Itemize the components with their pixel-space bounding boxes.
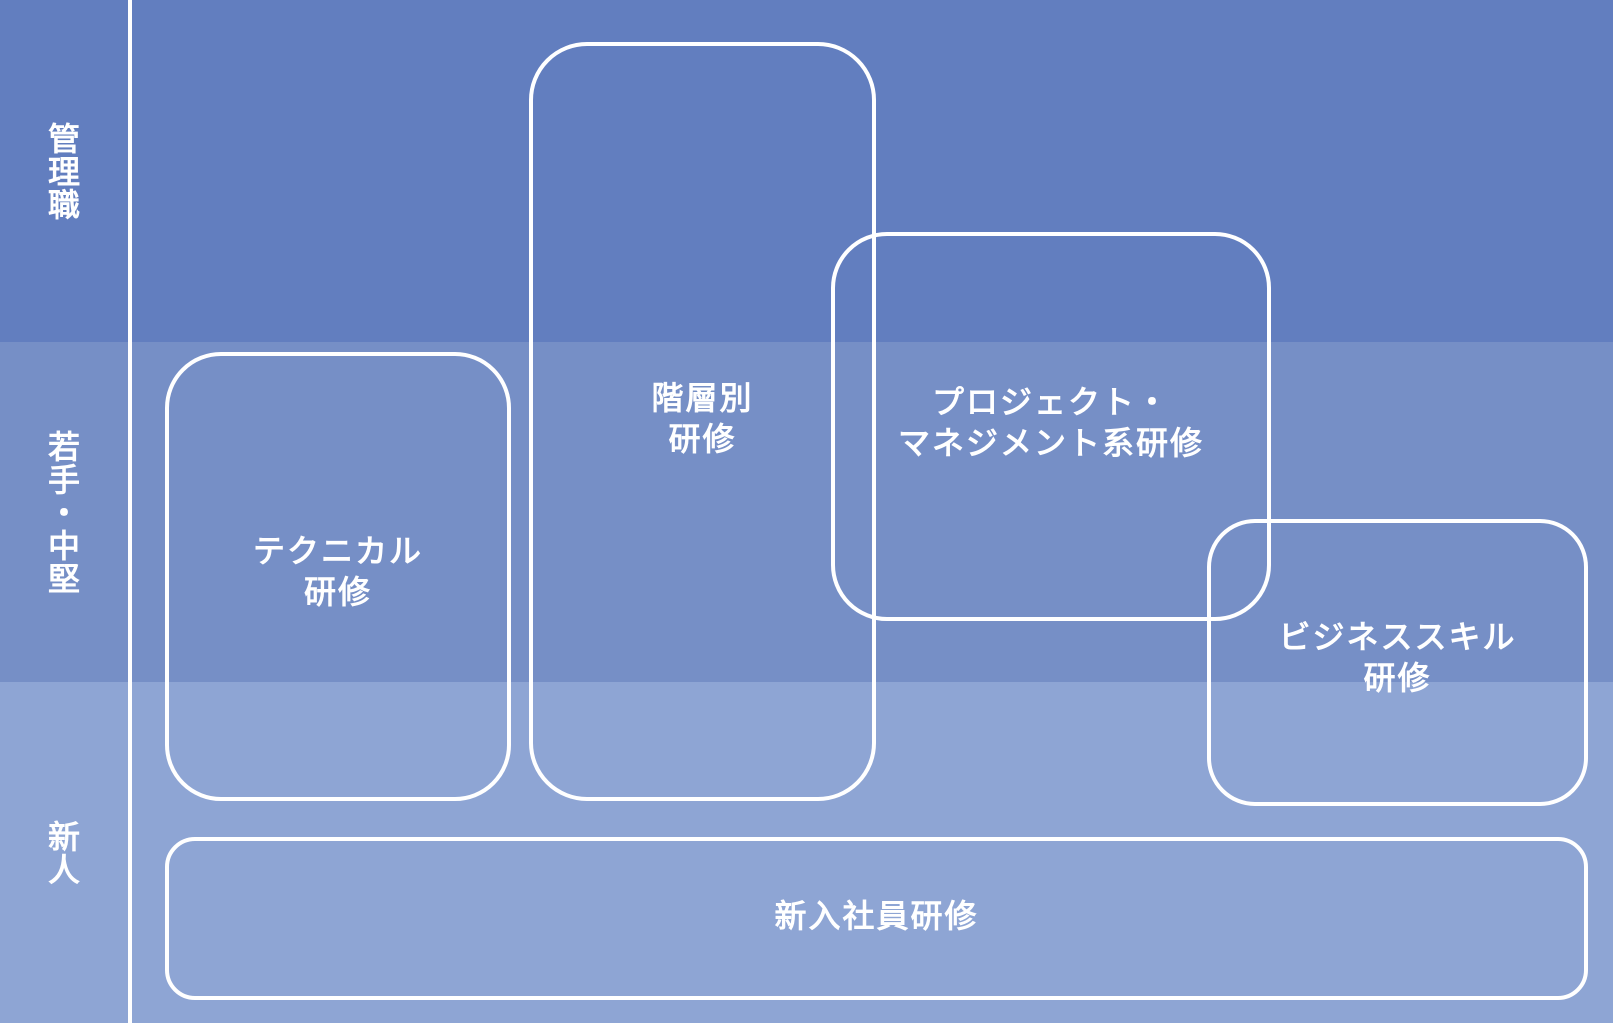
label-business-skill-training: ビジネススキル 研修 [1207,617,1588,699]
label-hierarchy-training: 階層別 研修 [529,378,876,460]
label-new-employee-training: 新入社員研修 [165,896,1588,937]
level-label-junior-midlevel: 若手・中堅 [0,342,124,682]
box-new-employee-training [165,837,1588,1000]
band-management [0,0,1613,342]
level-axis-divider [128,0,132,1023]
label-project-management-training: プロジェクト・ マネジメント系研修 [831,382,1271,464]
box-project-management-training [831,232,1271,621]
band-junior-midlevel [0,342,1613,682]
label-hierarchy-training-line1: 階層別 [651,379,754,417]
label-business-skill-training-line1: ビジネススキル [1278,618,1517,656]
label-project-management-training-line2: マネジメント系研修 [897,424,1204,462]
label-project-management-training-line1: プロジェクト・ [931,383,1170,421]
label-new-employee-training-line1: 新入社員研修 [774,897,979,935]
level-label-management-text: 管理職 [43,121,81,221]
level-label-new-hire-text: 新人 [43,819,81,886]
label-technical-training-line2: 研修 [303,573,372,611]
level-label-management: 管理職 [0,0,124,342]
label-business-skill-training-line2: 研修 [1363,659,1432,697]
label-technical-training: テクニカル 研修 [165,531,511,613]
box-hierarchy-training [529,42,876,801]
band-new-hire [0,682,1613,1023]
box-business-skill-training [1207,519,1588,806]
label-technical-training-line1: テクニカル [252,532,423,570]
box-technical-training [165,352,511,801]
level-label-new-hire: 新人 [0,682,124,1023]
label-hierarchy-training-line2: 研修 [668,420,737,458]
level-label-junior-midlevel-text: 若手・中堅 [43,429,81,595]
